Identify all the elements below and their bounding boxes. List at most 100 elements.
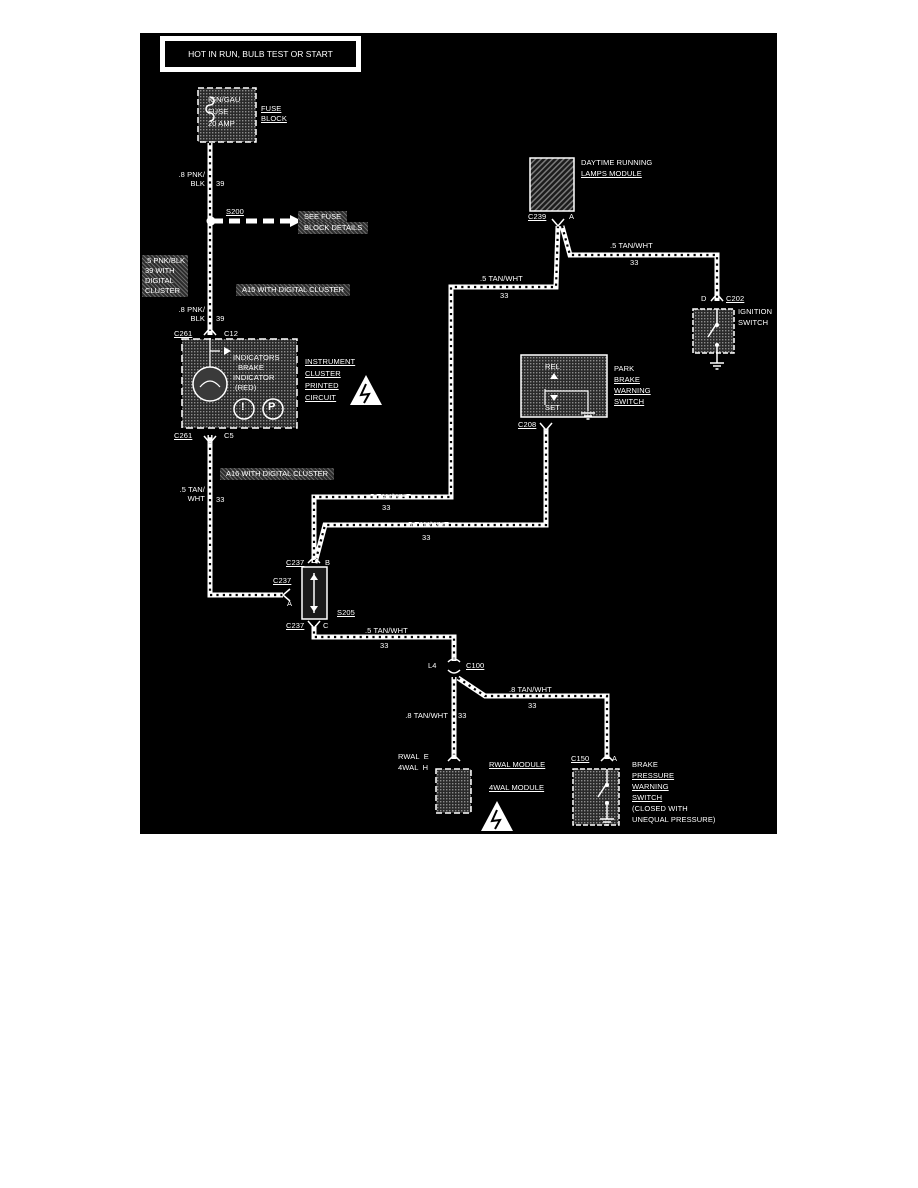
wire-b-upper-circuit: 33 [382,503,391,512]
brake-warning-icon-circle [233,398,255,420]
drl-label-1: DAYTIME RUNNING [581,158,653,167]
brake-pressure-ground-icon [600,818,614,826]
wal-module-box [435,768,472,814]
cluster-label-2: CLUSTER [305,369,341,378]
brake-pressure-label-1: BRAKE [632,760,658,769]
fuse-name-2: FUSE [208,107,229,116]
park-brake-label-1: PARK [614,364,635,373]
see-fuse-block-details-1: SEE FUSE [298,211,348,223]
c5-label: C5 [224,431,234,440]
brake-pressure-label-6: UNEQUAL PRESSURE) [632,815,716,824]
wire-drl-down-label: .5 TAN/WHT [480,274,523,283]
s200-label: S200 [226,207,244,216]
l4-label: L4 [428,661,437,670]
wire-33-parkbrake-to-c237b [312,428,549,564]
a15-note: A15 WITH DIGITAL CLUSTER [236,284,351,296]
digital-cluster-note: .5 PNK/BLK 39 WITH DIGITAL CLUSTER [142,255,189,297]
rwal-module-label: RWAL MODULE [489,760,546,769]
wire-b-lower-circuit: 33 [422,533,431,542]
c237-c-label: C237 [286,621,305,630]
wire-33-cluster-to-c237a [207,435,283,598]
c202-label: C202 [726,294,745,303]
c261-bottom-label: C261 [174,431,193,440]
brake-indicator-bulb [192,366,228,402]
drl-label-2: LAMPS MODULE [581,169,642,178]
wire-rwal-label: .8 TAN/WHT [405,711,448,720]
title-box: HOT IN RUN, BULB TEST OR START [160,36,361,72]
c100-connector-mark [447,658,461,674]
wire-drl-down-circuit: 33 [500,291,509,300]
c261-top-label: C261 [174,329,193,338]
cluster-red: (RED) [235,383,257,392]
c208-label: C208 [518,420,537,429]
park-brake-icon-circle [262,398,284,420]
bulb-filament [199,380,221,388]
cluster-label-4: CIRCUIT [305,393,337,402]
brake-pressure-switch-box [572,768,620,826]
wire-brake-label: .8 TAN/WHT [509,685,552,694]
brake-pressure-label-4: SWITCH [632,793,663,802]
drl-module-box [529,157,575,212]
c239-label: C239 [528,212,547,221]
c237-pin-b: B [325,558,331,567]
c150-pin: A [612,754,618,763]
wire-39-top-circuit: 39 [216,179,225,188]
c12-label: C12 [224,329,239,338]
brake-pressure-label-5: (CLOSED WITH [632,804,688,813]
wire-drl-ign-circuit: 33 [630,258,639,267]
c237-pin-a: A [287,599,293,608]
c237-pin-c: C [323,621,329,630]
fuse-name-1: IGN/GAU [208,95,241,104]
ignition-switch-box [692,308,735,354]
brake-pressure-label-2: PRESSURE [632,771,675,780]
cluster-indicator: INDICATOR [233,373,275,382]
park-brake-set: SET [545,403,560,412]
connector-chevrons [203,218,724,762]
cluster-label-1: INSTRUMENT [305,357,356,366]
fuse-block-label-2: BLOCK [261,114,287,123]
park-brake-label-4: SWITCH [614,397,645,406]
wire-33-drl-to-ignition [559,225,720,301]
c237-b-label: C237 [286,558,305,567]
wire-33-c237c-to-c100 [311,625,457,661]
4wal-pin-label: 4WAL H [398,763,429,772]
c100-label: C100 [466,661,485,670]
fuse-block [197,87,257,143]
wiring-diagram-drawing [181,87,735,831]
park-brake-label-2: BRAKE [614,375,640,384]
wire-39-bottom-circuit: 39 [216,314,225,323]
wire-39-top-label: .8 PNK/ BLK [178,170,205,188]
park-brake-label-3: WARNING [614,386,651,395]
park-brake-icon: P [268,401,276,413]
wire-39-bottom-label: .8 PNK/ BLK [178,305,205,323]
fuse-block-label-1: FUSE [261,104,282,113]
ignition-label-1: IGNITION [738,307,773,316]
4wal-module-label: 4WAL MODULE [489,783,545,792]
rwal-pin-label: RWAL E [398,752,429,761]
s200-splice-dot [206,216,216,226]
wire-brake-circuit: 33 [528,701,537,710]
set-arrow [550,395,558,401]
s205-label: S205 [337,608,355,617]
esd-warning-icon-2 [481,801,513,831]
bulb-connection [209,338,220,367]
wire-c-circuit: 33 [380,641,389,650]
c239-pin: A [569,212,575,221]
wire-b-upper-label: .5 TAN/WHT [368,492,411,501]
wire-33-left-circuit: 33 [216,495,225,504]
brake-warning-icon: ! [241,401,245,413]
wire-33-left-label: .5 TAN/ WHT [179,485,205,503]
wire-33-drl-to-c237b [311,225,561,563]
c237-a-label: C237 [273,576,292,585]
park-brake-rel: REL [545,362,560,371]
cluster-brake: BRAKE [238,363,264,372]
wiring-diagram: HOT IN RUN, BULB TEST OR START IGN/GAU F… [140,33,777,834]
ignition-ground-icon [710,362,724,370]
see-fuse-block-details-2: BLOCK DETAILS [298,222,369,234]
indicator-arrow [224,347,231,355]
ignition-pin-d: D [701,294,707,303]
fuse-symbol [205,96,215,122]
cluster-indicators: INDICATORS [233,353,280,362]
ignition-label-2: SWITCH [738,318,769,327]
wire-rwal-circuit: 33 [458,711,467,720]
